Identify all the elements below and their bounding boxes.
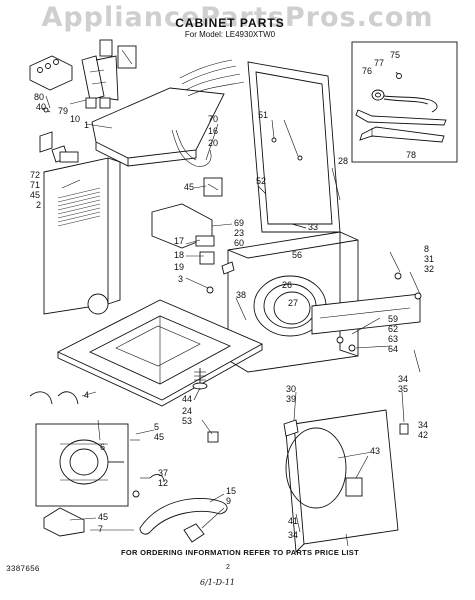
- part-label-56: 56: [292, 250, 302, 260]
- wire-harness: [171, 59, 245, 167]
- inset-cord-kit: [351, 41, 458, 163]
- part-label-19: 19: [174, 262, 184, 272]
- part-label-77: 77: [374, 58, 384, 68]
- part-label-4: 4: [84, 390, 89, 400]
- part-label-12: 12: [158, 478, 168, 488]
- top-panel: [91, 87, 225, 167]
- part-label-63: 63: [388, 334, 398, 344]
- part-label-23: 23: [234, 228, 244, 238]
- part-label-53: 53: [182, 416, 192, 426]
- part-label-34-top: 34: [398, 374, 408, 384]
- toe-panel: [311, 272, 422, 352]
- part-label-72: 72: [30, 170, 40, 180]
- part-label-38: 38: [236, 290, 246, 300]
- part-label-33: 33: [308, 222, 318, 232]
- part-label-45-base: 45: [98, 512, 108, 522]
- part-label-40: 40: [36, 102, 46, 112]
- leveling-leg: [192, 368, 219, 443]
- part-label-35: 35: [398, 384, 408, 394]
- part-label-30: 30: [286, 384, 296, 394]
- part-label-45-bracket: 45: [184, 182, 194, 192]
- leader-lines: [45, 95, 421, 547]
- base-pan: [56, 299, 264, 407]
- part-label-70: 70: [208, 114, 218, 124]
- part-label-27: 27: [288, 298, 298, 308]
- terminal-block: [29, 39, 137, 163]
- part-label-34-door: 34: [418, 420, 428, 430]
- part-label-52: 52: [256, 176, 266, 186]
- watermark: AppliancePartsPros.com: [41, 2, 434, 33]
- part-label-5: 5: [154, 422, 159, 432]
- part-label-62: 62: [388, 324, 398, 334]
- side-panel: [43, 157, 121, 315]
- drive-belt: [132, 474, 228, 543]
- drawing-code: 3387656: [6, 565, 40, 574]
- part-label-71: 71: [30, 180, 40, 190]
- handwritten-signature: 6/1-D-11: [200, 578, 236, 587]
- part-label-18: 18: [174, 250, 184, 260]
- part-label-24: 24: [182, 406, 192, 416]
- part-label-76: 76: [362, 66, 372, 76]
- part-label-41: 41: [288, 516, 298, 526]
- part-label-44: 44: [182, 394, 192, 404]
- part-label-69: 69: [234, 218, 244, 228]
- part-label-34-bottom: 34: [288, 530, 298, 540]
- part-label-9: 9: [226, 496, 231, 506]
- part-label-43: 43: [370, 446, 380, 456]
- part-label-16: 16: [208, 126, 218, 136]
- part-label-51: 51: [258, 110, 268, 120]
- page-number: 2: [226, 564, 230, 571]
- part-label-15: 15: [226, 486, 236, 496]
- part-label-31: 31: [424, 254, 434, 264]
- part-label-20: 20: [208, 138, 218, 148]
- part-label-42: 42: [418, 430, 428, 440]
- door-assembly: [283, 409, 409, 554]
- part-label-64: 64: [388, 344, 398, 354]
- part-label-28: 28: [338, 156, 348, 166]
- part-label-7: 7: [98, 524, 103, 534]
- part-label-17: 17: [174, 236, 184, 246]
- rear-panel: [247, 61, 341, 233]
- part-label-60: 60: [234, 238, 244, 248]
- part-label-39: 39: [286, 394, 296, 404]
- part-label-78: 78: [406, 150, 416, 160]
- part-label-3: 3: [178, 274, 183, 284]
- part-label-59: 59: [388, 314, 398, 324]
- part-label-26: 26: [282, 280, 292, 290]
- diagram-title: CABINET PARTS: [175, 16, 285, 30]
- part-label-2: 2: [36, 200, 41, 210]
- part-label-75: 75: [390, 50, 400, 60]
- part-label-1: 1: [84, 120, 89, 130]
- ordering-footer: FOR ORDERING INFORMATION REFER TO PARTS …: [121, 548, 359, 557]
- part-label-32: 32: [424, 264, 434, 274]
- part-callouts: 75 76 77 78 80 40 79 10 1 70 16 20 51 28…: [30, 50, 434, 540]
- part-label-37: 37: [158, 468, 168, 478]
- part-label-45-side: 45: [30, 190, 40, 200]
- motor-assembly: [29, 391, 129, 537]
- part-label-45-motor: 45: [154, 432, 164, 442]
- part-label-10: 10: [70, 114, 80, 124]
- part-label-8: 8: [424, 244, 429, 254]
- part-label-80: 80: [34, 92, 44, 102]
- model-subtitle: For Model: LE4930XTW0: [184, 30, 276, 39]
- main-cabinet: [227, 231, 359, 373]
- part-label-6: 6: [100, 442, 105, 452]
- part-label-79: 79: [58, 106, 68, 116]
